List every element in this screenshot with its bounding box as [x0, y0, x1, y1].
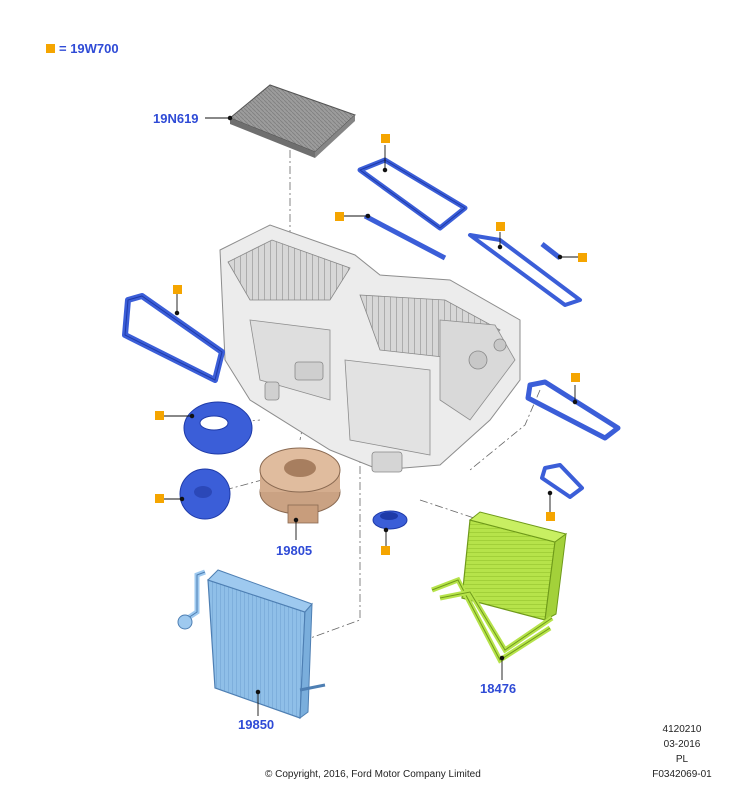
marker-square-icon: [571, 373, 580, 382]
blower-motor: [259, 447, 341, 524]
heater-core: [431, 511, 568, 664]
doc-language: PL: [675, 754, 689, 765]
callout-blower-motor: 19805: [276, 543, 313, 558]
marker-square-icon: [496, 222, 505, 231]
callout-filter: 19N619: [153, 111, 199, 126]
legend: = 19W700: [46, 41, 119, 56]
legend-label: = 19W700: [59, 41, 119, 56]
callout-heater-core: 18476: [480, 681, 517, 696]
copyright-notice: © Copyright, 2016, Ford Motor Company Li…: [265, 769, 481, 780]
seal-gaskets: [122, 157, 621, 499]
cabin-filter: [229, 84, 356, 158]
marker-square-icon: [155, 494, 164, 503]
part-markers: [155, 134, 587, 555]
marker-square-icon: [578, 253, 587, 262]
marker-square-icon: [173, 285, 182, 294]
marker-square-icon: [381, 134, 390, 143]
marker-square-icon: [546, 512, 555, 521]
figure-number: F0342069-01: [652, 769, 712, 780]
callout-evaporator: 19850: [238, 717, 275, 732]
marker-square-icon: [381, 546, 390, 555]
marker-square-icon: [155, 411, 164, 420]
evaporator-core: [177, 569, 326, 720]
hvac-housing: [219, 224, 521, 473]
legend-square-icon: [46, 44, 55, 53]
doc-code: 4120210: [662, 724, 702, 735]
doc-date: 03-2016: [663, 739, 701, 750]
blower-adapters: [179, 401, 408, 530]
leader-lines: [164, 115, 578, 716]
marker-square-icon: [335, 212, 344, 221]
